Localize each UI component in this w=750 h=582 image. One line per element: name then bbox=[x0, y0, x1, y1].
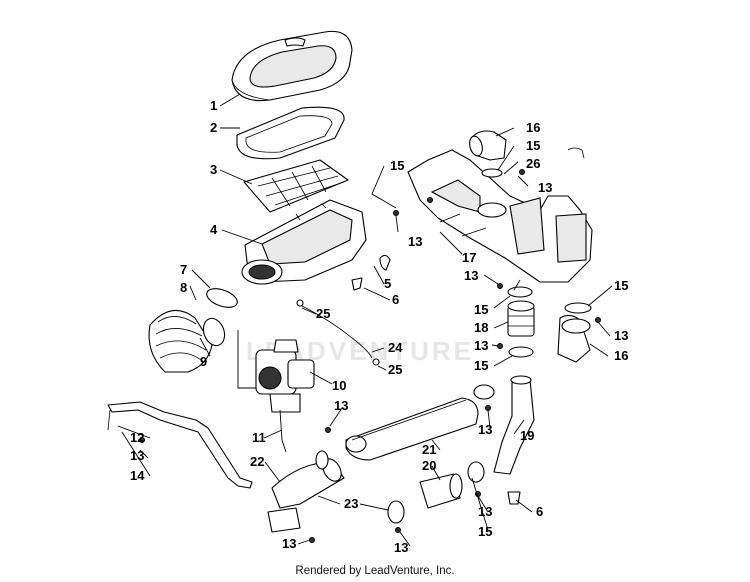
clip-26 bbox=[567, 147, 585, 159]
callout-7: 7 bbox=[180, 262, 187, 277]
callout-10: 10 bbox=[332, 378, 346, 393]
callout-13-d: 13 bbox=[464, 268, 478, 283]
callout-15-a: 15 bbox=[390, 158, 404, 173]
carburetor bbox=[255, 339, 315, 413]
callout-25-a: 25 bbox=[388, 362, 402, 377]
clamp-22 bbox=[315, 450, 329, 470]
air-filter bbox=[236, 106, 345, 160]
airbox-housing bbox=[241, 199, 367, 285]
airbox-cover bbox=[231, 30, 353, 102]
callout-24: 24 bbox=[388, 340, 403, 355]
callout-19: 19 bbox=[520, 428, 534, 443]
tube-19 bbox=[493, 375, 535, 475]
callout-13-g: 13 bbox=[334, 398, 348, 413]
callout-5: 5 bbox=[384, 276, 391, 291]
coupler-18 bbox=[507, 300, 535, 337]
drain-hose-11 bbox=[279, 409, 287, 453]
callout-labels: 1 2 3 4 5 6 7 8 9 10 11 12 13 14 15 13 1… bbox=[130, 98, 628, 555]
duct-22 bbox=[267, 458, 345, 533]
callout-15-d: 15 bbox=[474, 358, 488, 373]
silencer-21 bbox=[345, 397, 479, 461]
callout-3: 3 bbox=[210, 162, 217, 177]
callout-15-e: 15 bbox=[614, 278, 628, 293]
clamp-23 bbox=[387, 500, 405, 524]
callout-11: 11 bbox=[252, 430, 266, 445]
callout-13-e: 13 bbox=[474, 338, 488, 353]
elbow-16-right bbox=[557, 314, 591, 363]
plug-6 bbox=[351, 277, 363, 291]
callout-16-a: 16 bbox=[526, 120, 540, 135]
clamp-15-d bbox=[473, 384, 495, 400]
callout-13-i: 13 bbox=[478, 504, 492, 519]
elbow-16-top bbox=[469, 130, 507, 161]
callout-18: 18 bbox=[474, 320, 488, 335]
callout-13-h: 13 bbox=[478, 422, 492, 437]
intake-boot bbox=[148, 309, 226, 373]
credit-line: Rendered by LeadVenture, Inc. bbox=[295, 565, 455, 577]
hose-clip-25b bbox=[372, 358, 380, 366]
callout-13-j: 13 bbox=[282, 536, 296, 551]
leader-lines bbox=[117, 93, 613, 547]
clamp-5 bbox=[379, 254, 391, 271]
clamp-15-a bbox=[507, 286, 533, 298]
callout-25-b: 25 bbox=[316, 306, 330, 321]
callout-16-b: 16 bbox=[614, 348, 628, 363]
callout-13-f: 13 bbox=[614, 328, 628, 343]
vent-hose bbox=[299, 304, 373, 359]
clamp-15-e bbox=[467, 461, 485, 483]
callout-6-b: 6 bbox=[536, 504, 543, 519]
clamp-15-c bbox=[564, 302, 592, 314]
callout-12: 12 bbox=[130, 430, 144, 445]
callout-26: 26 bbox=[526, 156, 540, 171]
callout-6: 6 bbox=[392, 292, 399, 307]
callout-13-k: 13 bbox=[394, 540, 408, 555]
callout-1: 1 bbox=[210, 98, 217, 113]
filter-cage bbox=[243, 159, 349, 213]
callout-2: 2 bbox=[210, 120, 217, 135]
callout-13-a: 13 bbox=[130, 448, 144, 463]
callout-9: 9 bbox=[200, 354, 207, 369]
callout-15-f: 15 bbox=[478, 524, 492, 539]
hose-clip-25 bbox=[296, 299, 304, 307]
callout-15-c: 15 bbox=[474, 302, 488, 317]
coupler-20 bbox=[419, 473, 463, 509]
callout-8: 8 bbox=[180, 280, 187, 295]
support-bracket bbox=[107, 401, 253, 489]
callout-15-b: 15 bbox=[526, 138, 540, 153]
clamp-15-top bbox=[481, 168, 503, 178]
callout-13-b: 13 bbox=[408, 234, 422, 249]
callout-4: 4 bbox=[210, 222, 218, 237]
callout-14: 14 bbox=[130, 468, 145, 483]
callout-17: 17 bbox=[462, 250, 476, 265]
callout-23: 23 bbox=[344, 496, 358, 511]
callout-21: 21 bbox=[422, 442, 436, 457]
clamp-15-b bbox=[508, 346, 534, 358]
callout-20: 20 bbox=[422, 458, 436, 473]
callout-22: 22 bbox=[250, 454, 264, 469]
screws bbox=[139, 169, 601, 543]
intake-duct bbox=[407, 149, 593, 283]
clamp-7 bbox=[206, 288, 238, 308]
callout-13-c: 13 bbox=[538, 180, 552, 195]
